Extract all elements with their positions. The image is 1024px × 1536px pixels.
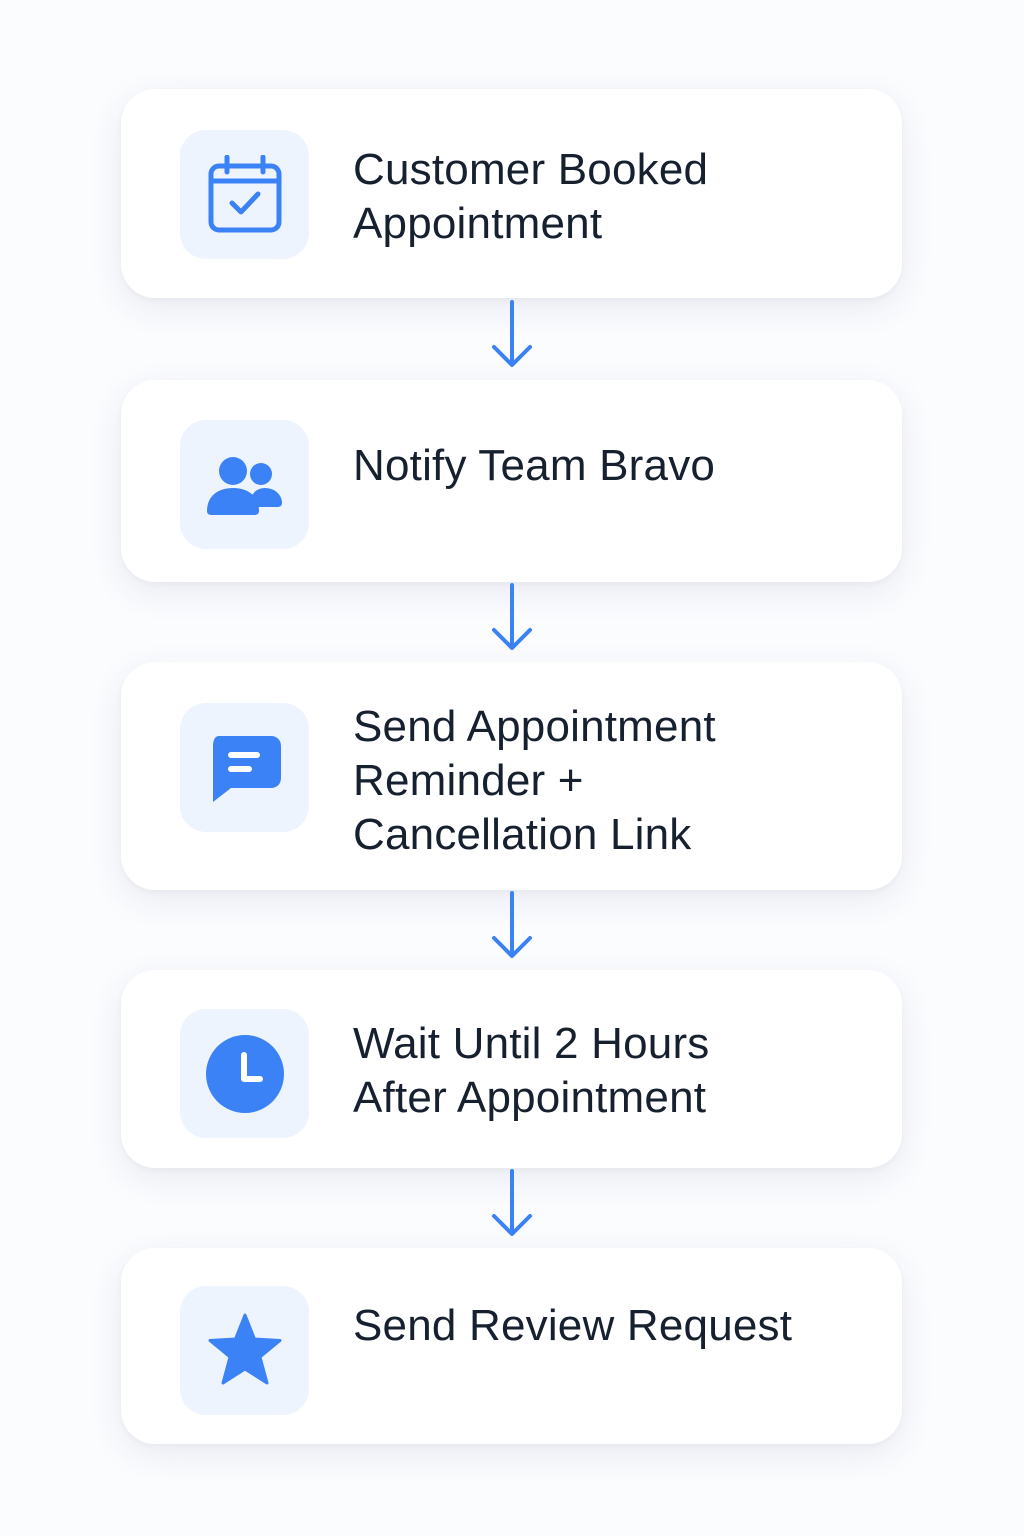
users-icon [206,456,282,515]
step-card-notify-team[interactable]: Notify Team Bravo [121,380,902,582]
icon-tile [180,1286,309,1415]
step-label: Wait Until 2 Hours After Appointment [353,1019,710,1122]
icon-tile [180,1009,309,1138]
step-label: Send Appointment Reminder + Cancellation… [353,702,716,859]
star-icon [208,1313,281,1384]
step-card-customer-booked[interactable]: Customer Booked Appointment [121,89,902,298]
step-card-review-request[interactable]: Send Review Request [121,1248,902,1444]
down-arrow-icon [491,1169,533,1239]
down-arrow-icon [491,891,533,961]
step-label: Notify Team Bravo [353,441,716,490]
step-label: Send Review Request [353,1301,793,1350]
icon-tile [180,703,309,832]
step-card-send-reminder[interactable]: Send Appointment Reminder + Cancellation… [121,662,902,890]
clock-icon [205,1034,284,1113]
icon-tile [180,130,309,259]
message-icon [212,735,281,802]
step-label: Customer Booked Appointment [353,145,709,248]
down-arrow-icon [491,583,533,653]
calendar-check-icon [208,154,281,232]
down-arrow-icon [491,300,533,370]
icon-tile [180,420,309,549]
step-card-wait[interactable]: Wait Until 2 Hours After Appointment [121,970,902,1168]
